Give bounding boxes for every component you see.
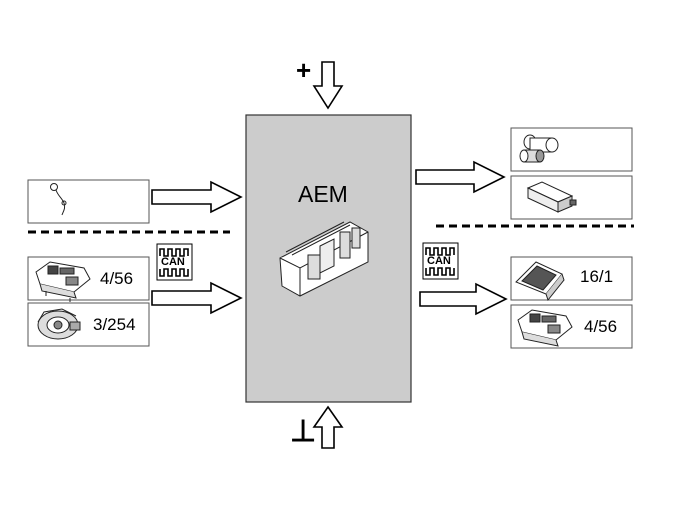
aem-label: AEM: [298, 181, 348, 207]
sensor-box: [27, 179, 150, 224]
can-output-arrow: [419, 282, 508, 316]
sensor-input-arrow: [151, 180, 243, 214]
actuator-output-arrow: [415, 160, 506, 194]
ground-symbol: ⊥: [290, 415, 317, 448]
module-label-4-56-left: 4/56: [100, 269, 134, 288]
ground-out-arrow: [312, 405, 344, 449]
can-bus-icon-right: [422, 242, 459, 280]
module-label-4-56-right: 4/56: [584, 317, 618, 336]
can-label-right: CAN: [427, 255, 451, 267]
can-label-left: CAN: [161, 256, 185, 268]
relay-component-icon: [526, 181, 577, 213]
can-input-arrow: [151, 281, 243, 315]
power-plus-symbol: +: [296, 55, 312, 85]
module-label-3-254: 3/254: [93, 315, 136, 334]
aem-module-icon: [279, 221, 369, 297]
display-unit-icon: [515, 261, 565, 302]
valve-actuator-icon: [519, 134, 559, 163]
control-module-icon: [35, 261, 91, 302]
module-label-16-1: 16/1: [580, 267, 614, 286]
temperature-sensor-icon: [50, 183, 67, 216]
steering-column-module-icon: [37, 308, 81, 340]
power-in-arrow: [312, 61, 344, 110]
control-module-icon: [517, 309, 573, 347]
can-bus-icon-left: [156, 243, 193, 281]
